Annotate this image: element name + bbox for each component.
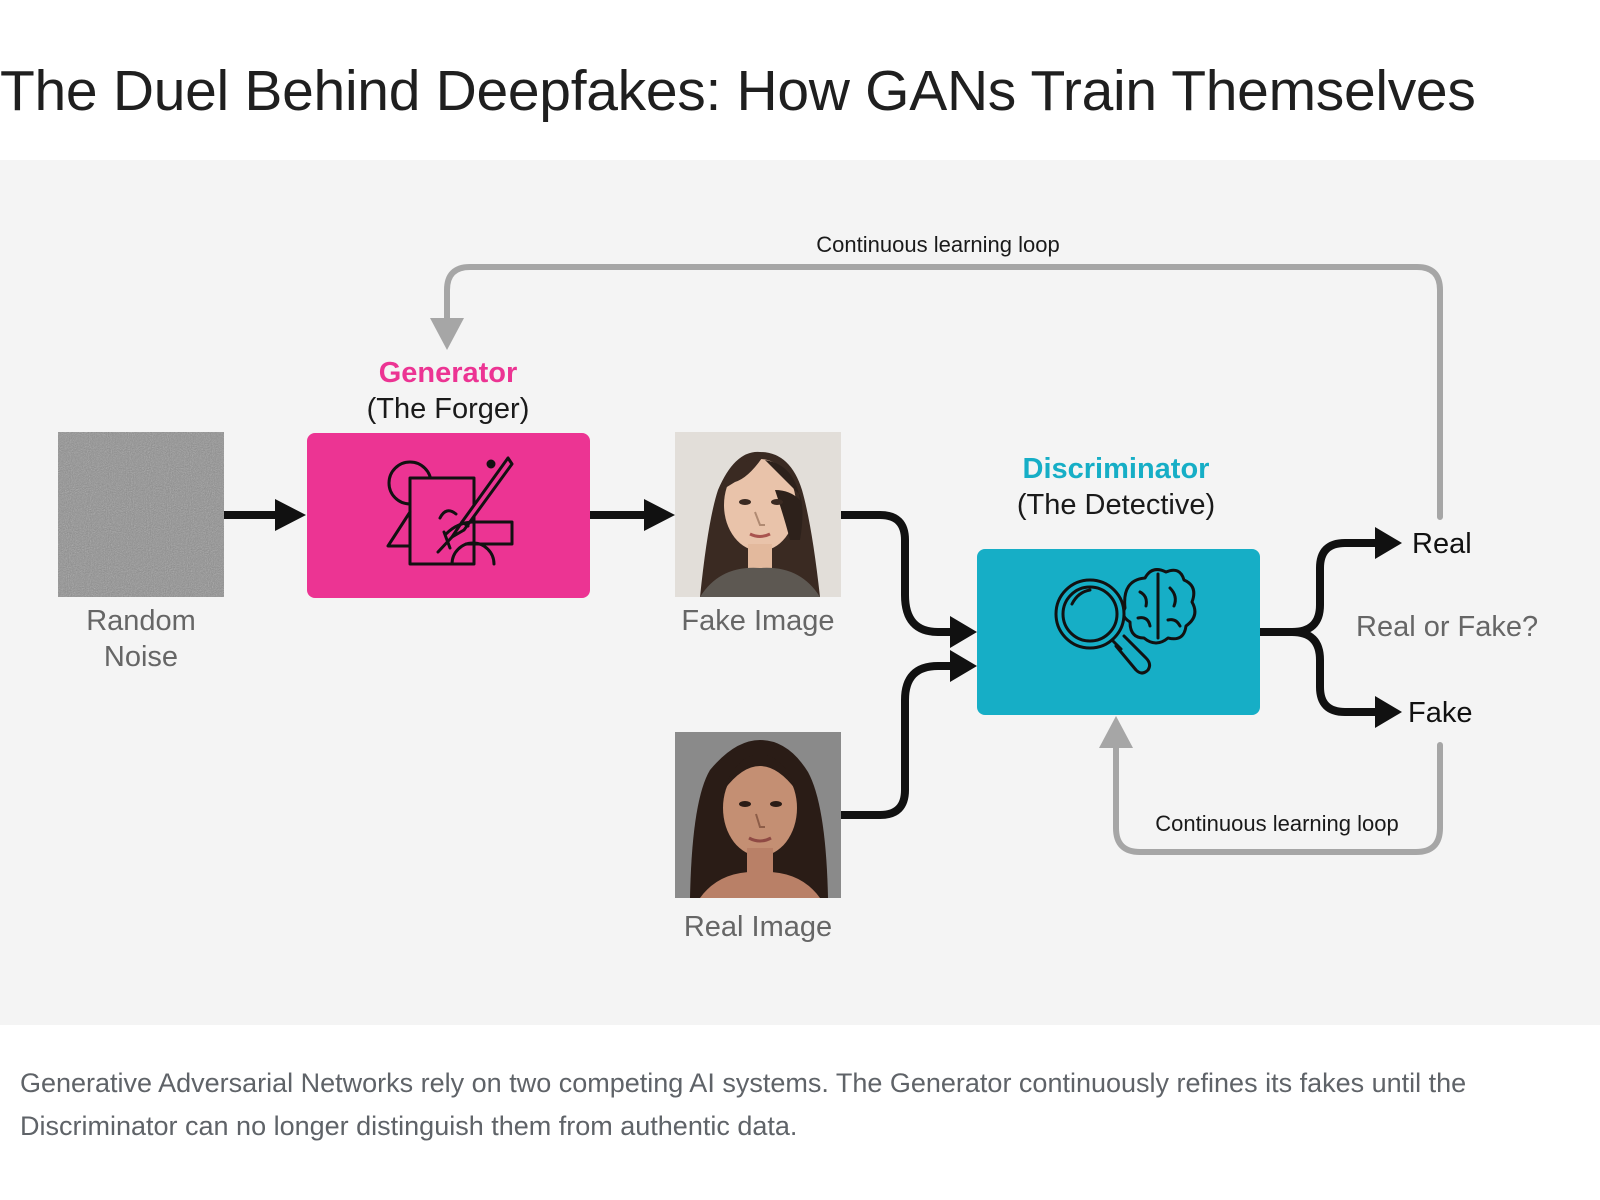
page-title: The Duel Behind Deepfakes: How GANs Trai… [0,59,1476,123]
top-loop-label: Continuous learning loop [816,232,1059,257]
magnifier-brain-icon [1054,568,1197,675]
figure-caption: Generative Adversarial Networks rely on … [20,1068,1467,1141]
fake-image-label: Fake Image [681,605,834,637]
output-question-label: Real or Fake? [1356,611,1538,643]
output-fake-label: Fake [1408,697,1472,729]
discriminator-title: Discriminator [1023,453,1210,485]
real-image-label: Real Image [684,911,832,943]
generator-subtitle: (The Forger) [367,393,530,425]
discriminator-output-arrows [1260,527,1402,728]
fake-image [675,432,841,597]
top-learning-loop-arrow [430,264,1443,520]
output-real-label: Real [1412,528,1472,560]
fake-to-discriminator-arrow [841,511,977,648]
real-image [675,732,841,898]
discriminator-subtitle: (The Detective) [1017,489,1215,521]
noise-label-line2: Noise [104,641,178,673]
noise-to-generator-arrow [224,499,306,531]
noise-label-line1: Random [86,605,196,637]
bottom-learning-loop-arrow [1099,716,1443,855]
generator-title: Generator [379,357,518,389]
forger-pen-icon [386,456,514,566]
bottom-loop-label: Continuous learning loop [1155,811,1398,836]
gan-diagram: Continuous learning loop Random Noise Ge… [0,160,1600,1025]
random-noise-image [58,432,224,597]
real-to-discriminator-arrow [841,650,977,819]
generator-to-fake-arrow [590,499,675,531]
